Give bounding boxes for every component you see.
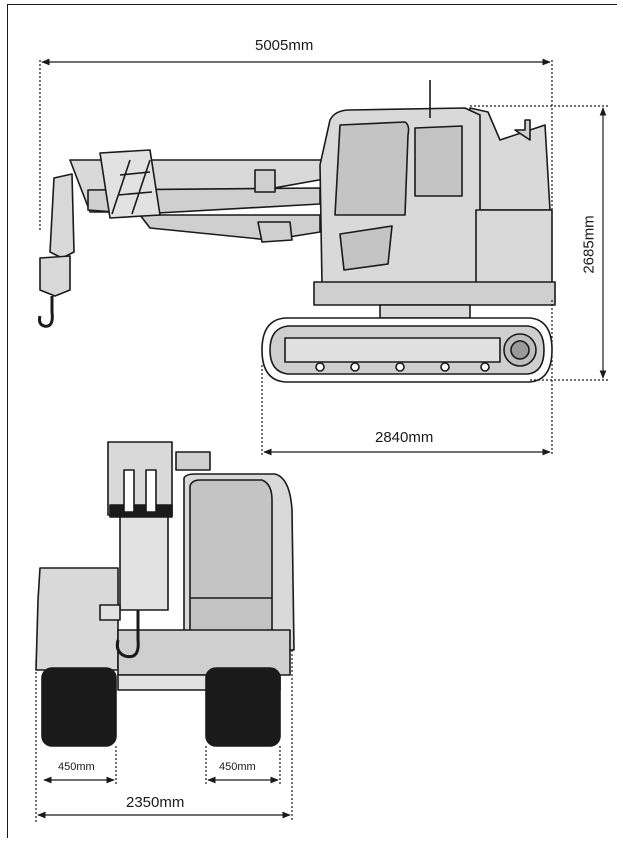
hook-block (38, 173, 75, 328)
left-track-width-label: 450mm (58, 761, 95, 773)
right-track-width-label: 450mm (219, 761, 256, 773)
front-upper (107, 441, 295, 651)
front-hook (115, 610, 140, 659)
front-lower-body (35, 567, 291, 691)
upper-structure (313, 80, 556, 319)
side-track (261, 317, 553, 383)
height-label: 2685mm (580, 215, 598, 274)
overall-width-label: 2350mm (126, 794, 185, 811)
overall-length-label: 5005mm (255, 37, 314, 54)
front-view (35, 441, 295, 747)
dimension-lines (35, 58, 610, 822)
drawing-frame (7, 4, 617, 838)
front-tracks (41, 667, 281, 747)
boom (69, 149, 331, 243)
side-view (38, 80, 556, 383)
track-length-label: 2840mm (375, 429, 434, 446)
